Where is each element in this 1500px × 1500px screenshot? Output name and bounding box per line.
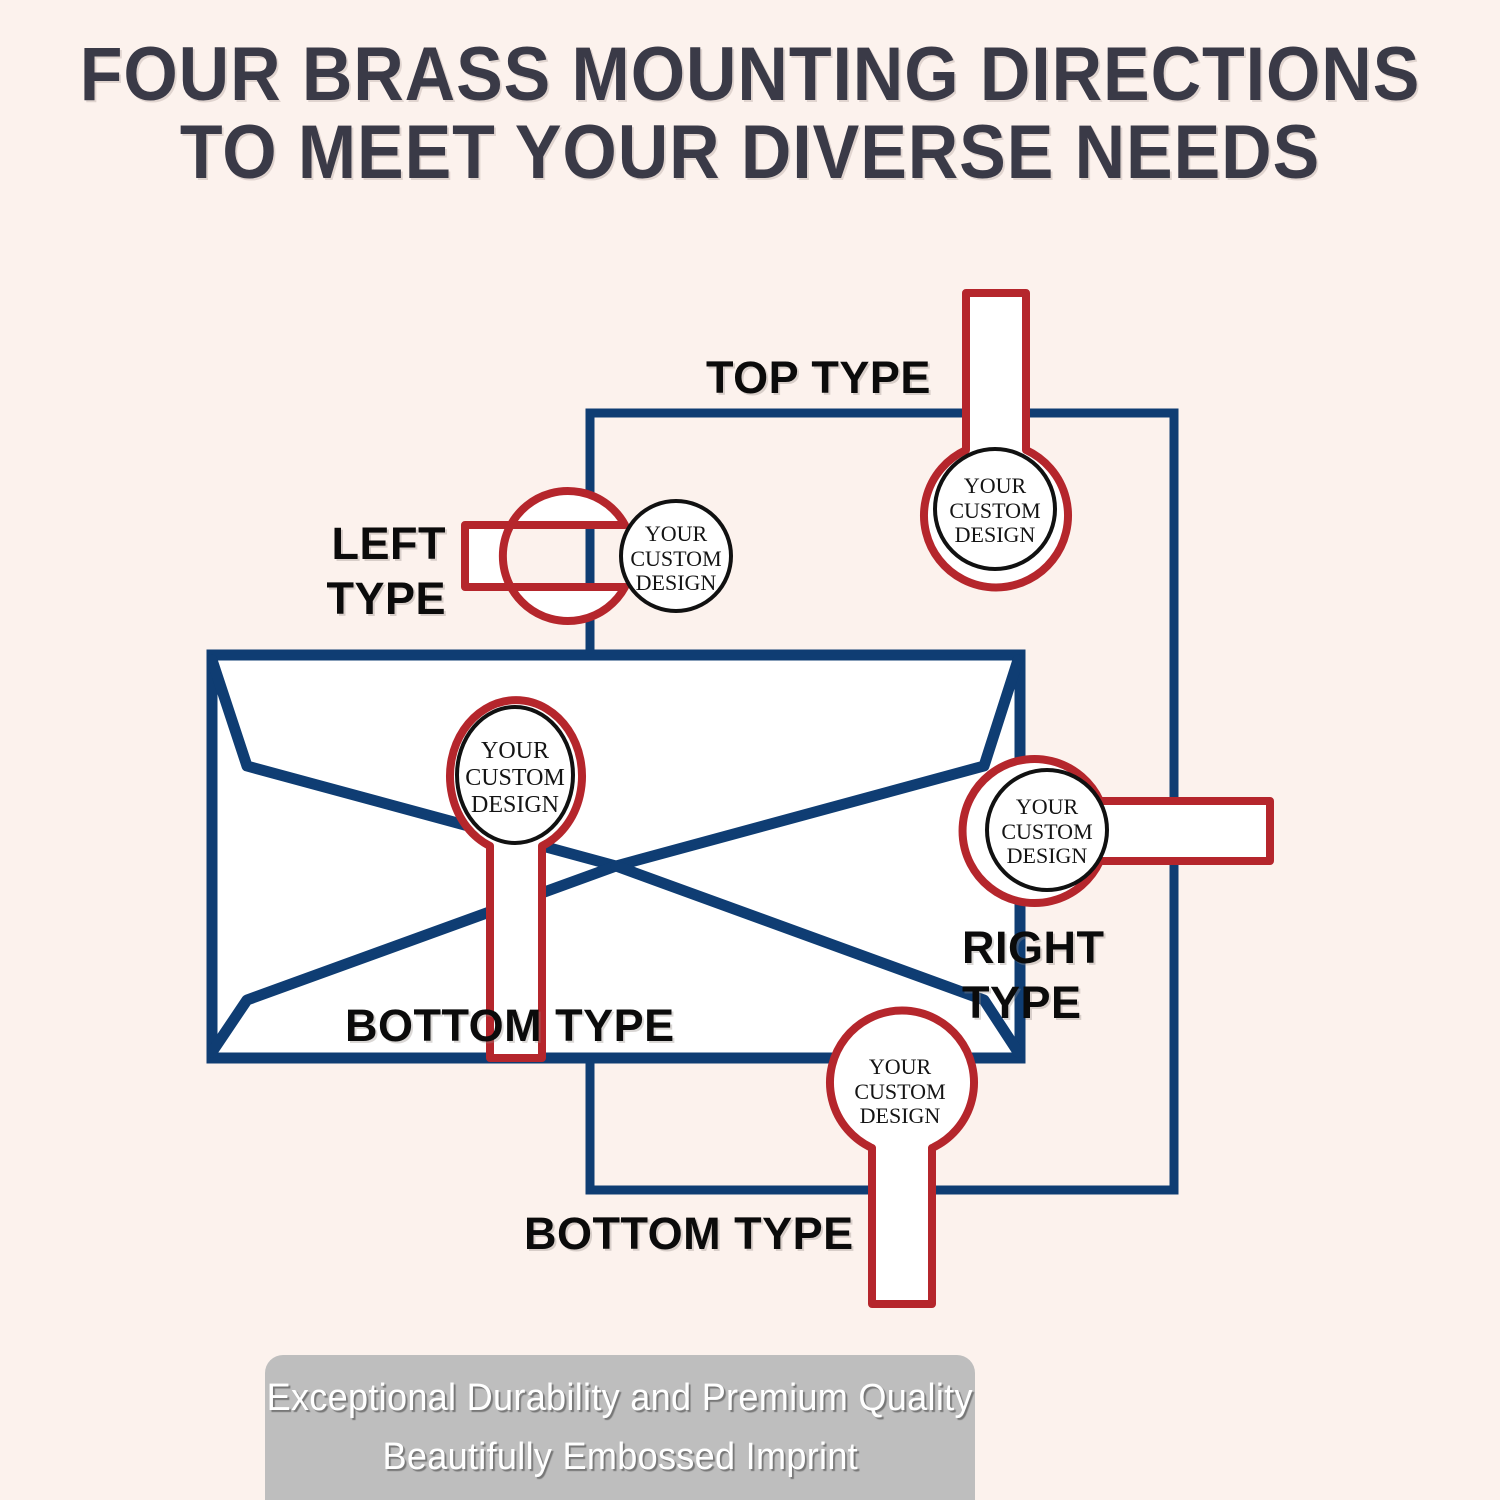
top-type-stamp-inner-ring [933,447,1057,571]
envelope-body [206,649,1026,1064]
banner-line-1: Exceptional Durability and Premium Quali… [266,1376,974,1419]
title-line-1: FOUR BRASS MOUNTING DIRECTIONS [79,32,1421,117]
bottom-type-stamp-outline [826,1006,978,1308]
title-line-2: TO MEET YOUR DIVERSE NEEDS [179,110,1321,195]
left-type-stamp [461,487,733,625]
label-left-type-line-1: LEFT [331,518,446,569]
label-outer-bottom-type: BOTTOM TYPE [524,1208,854,1259]
label-envelope-bottom-type: BOTTOM TYPE [345,1000,675,1051]
envelope-bottom-type-stamp [446,696,586,1062]
left-type-stamp-inner-ring [619,499,733,613]
label-left-type-line-2: TYPE [326,573,446,624]
bottom-banner: Exceptional Durability and Premium Quali… [265,1355,975,1500]
right-type-stamp-inner-ring [985,768,1109,892]
bottom-type-stamp [826,1006,978,1308]
envelope-diagonal-bottom-right [610,860,1024,1058]
label-right-type-line-1: RIGHT [962,922,1105,973]
top-type-stamp [920,289,1072,592]
label-top-type: TOP TYPE [706,352,931,403]
envelope-fold-right [610,654,1024,872]
envelope-bottom-stamp-inner-ring [455,705,575,845]
page-title: FOUR BRASS MOUNTING DIRECTIONS TO MEET Y… [0,36,1500,192]
banner-line-2: Beautifully Embossed Imprint [382,1435,858,1478]
envelope-illustration [206,649,1026,1064]
label-right-type: RIGHT TYPE [962,920,1142,1030]
label-right-type-line-2: TYPE [962,977,1082,1028]
left-type-stamp-outline [461,487,629,625]
right-type-stamp [958,755,1274,907]
label-left-type: LEFT TYPE [266,516,446,626]
